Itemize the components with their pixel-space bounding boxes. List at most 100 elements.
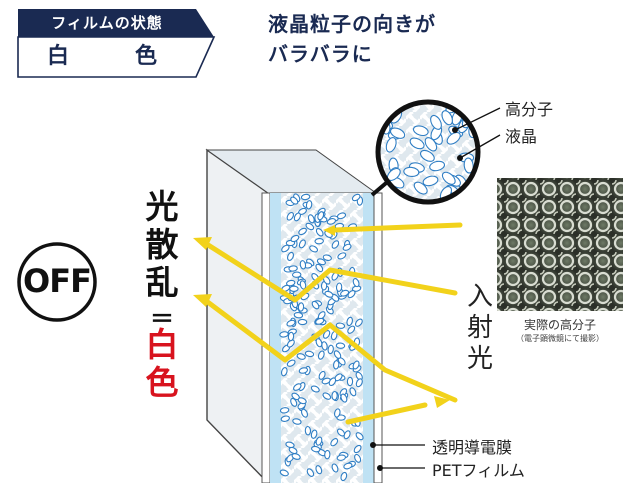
lc-particle	[299, 280, 307, 290]
lc-particle	[286, 359, 296, 367]
lc-particle	[324, 449, 331, 460]
lc-particle	[317, 211, 325, 221]
pet-film-label: PETフィルム	[432, 461, 525, 480]
lc-particle	[306, 468, 315, 477]
lc-particle	[409, 137, 425, 150]
lc-particle	[336, 454, 347, 461]
lc-particle	[441, 171, 456, 185]
lc-particle	[430, 114, 442, 130]
lc-particle	[280, 415, 290, 422]
lc-particle	[289, 285, 299, 292]
lc-particle	[315, 317, 325, 325]
lc-particle	[333, 360, 340, 370]
lc-particle	[335, 322, 346, 329]
lc-particle	[311, 300, 320, 310]
lc-particle	[310, 429, 318, 439]
lc-particle	[342, 243, 352, 251]
lc-particle	[321, 341, 328, 351]
lc-particle	[347, 290, 356, 299]
lc-particle	[310, 385, 320, 393]
lc-particle	[297, 397, 307, 405]
lc-particle	[333, 350, 342, 359]
lc-particle	[290, 196, 299, 205]
lc-particle	[347, 325, 356, 334]
lc-particle	[293, 212, 302, 222]
pet-film-left	[261, 192, 271, 483]
lc-particle	[315, 338, 323, 348]
photo-caption: 実際の高分子	[523, 318, 596, 332]
lc-particle	[351, 193, 361, 202]
lc-particle	[335, 342, 346, 349]
lc-particle	[413, 181, 428, 195]
lc-particle	[336, 428, 346, 437]
lc-particle	[322, 254, 332, 261]
equals-sign: ＝	[150, 305, 174, 333]
lc-particle	[298, 227, 307, 236]
scatter-char-3: 乱	[145, 263, 179, 302]
lc-particle	[287, 331, 295, 342]
lc-particle	[300, 408, 309, 418]
lc-particle	[297, 302, 305, 312]
lc-particle	[324, 290, 334, 298]
lc-particle	[340, 471, 348, 482]
lc-particle	[304, 425, 312, 436]
lc-particle	[322, 330, 331, 339]
lc-particle	[315, 465, 323, 475]
state-header-box	[17, 9, 216, 78]
lc-particle	[318, 370, 326, 380]
lc-particle	[353, 444, 362, 454]
lc-particle	[334, 408, 341, 418]
lc-particle	[285, 441, 295, 449]
lc-particle	[314, 238, 324, 245]
lc-particle	[441, 110, 453, 126]
lc-particle	[287, 251, 294, 261]
lc-particle	[293, 383, 302, 391]
lc-particle	[352, 360, 360, 370]
lc-particle	[463, 157, 474, 174]
lc-particle	[330, 438, 339, 447]
lc-particle	[293, 311, 304, 319]
lc-particle	[446, 131, 461, 145]
lc-particle	[307, 214, 315, 224]
lc-particle	[328, 377, 337, 387]
lc-particle	[290, 397, 298, 407]
headline-line-2: バラバラに	[268, 42, 373, 66]
photo-subcaption: （電子顕微鏡にて撮影）	[516, 334, 604, 343]
lc-particle	[336, 212, 347, 220]
lc-leader	[459, 134, 501, 159]
sem-photo	[497, 178, 623, 311]
lc-particle	[326, 218, 337, 225]
scatter-char-2: 散	[145, 225, 179, 264]
lc-particle	[297, 318, 308, 326]
lc-particle	[300, 193, 311, 201]
lc-particle	[422, 175, 439, 187]
white-char-2: 色	[145, 363, 179, 402]
lc-particle	[290, 234, 300, 243]
scatter-char-1: 光	[145, 187, 179, 226]
lc-particle	[309, 245, 319, 253]
lc-particle	[349, 387, 357, 397]
lc-particle	[322, 392, 332, 400]
lc-particle	[327, 344, 334, 355]
lc-particle	[429, 160, 446, 172]
lc-particle	[304, 350, 315, 358]
lc-particle	[389, 127, 406, 139]
lc-particle	[288, 446, 298, 455]
light-arrows	[202, 222, 463, 425]
lc-particle	[340, 289, 350, 297]
lc-particle	[280, 367, 288, 377]
lc-particle	[298, 239, 306, 249]
lc-particle	[335, 282, 343, 292]
incident-char-2: 射	[466, 313, 493, 343]
pet-film-right	[373, 192, 383, 483]
lc-particle	[315, 228, 324, 237]
lc-particle	[286, 211, 295, 221]
lc-particle	[420, 149, 435, 162]
off-badge-label: OFF	[23, 262, 92, 300]
lc-particle	[385, 137, 397, 153]
liquid-crystal-label: 液晶	[505, 127, 538, 146]
lc-particle	[346, 316, 353, 327]
lc-particle	[315, 263, 324, 273]
film-side-face	[206, 148, 269, 483]
